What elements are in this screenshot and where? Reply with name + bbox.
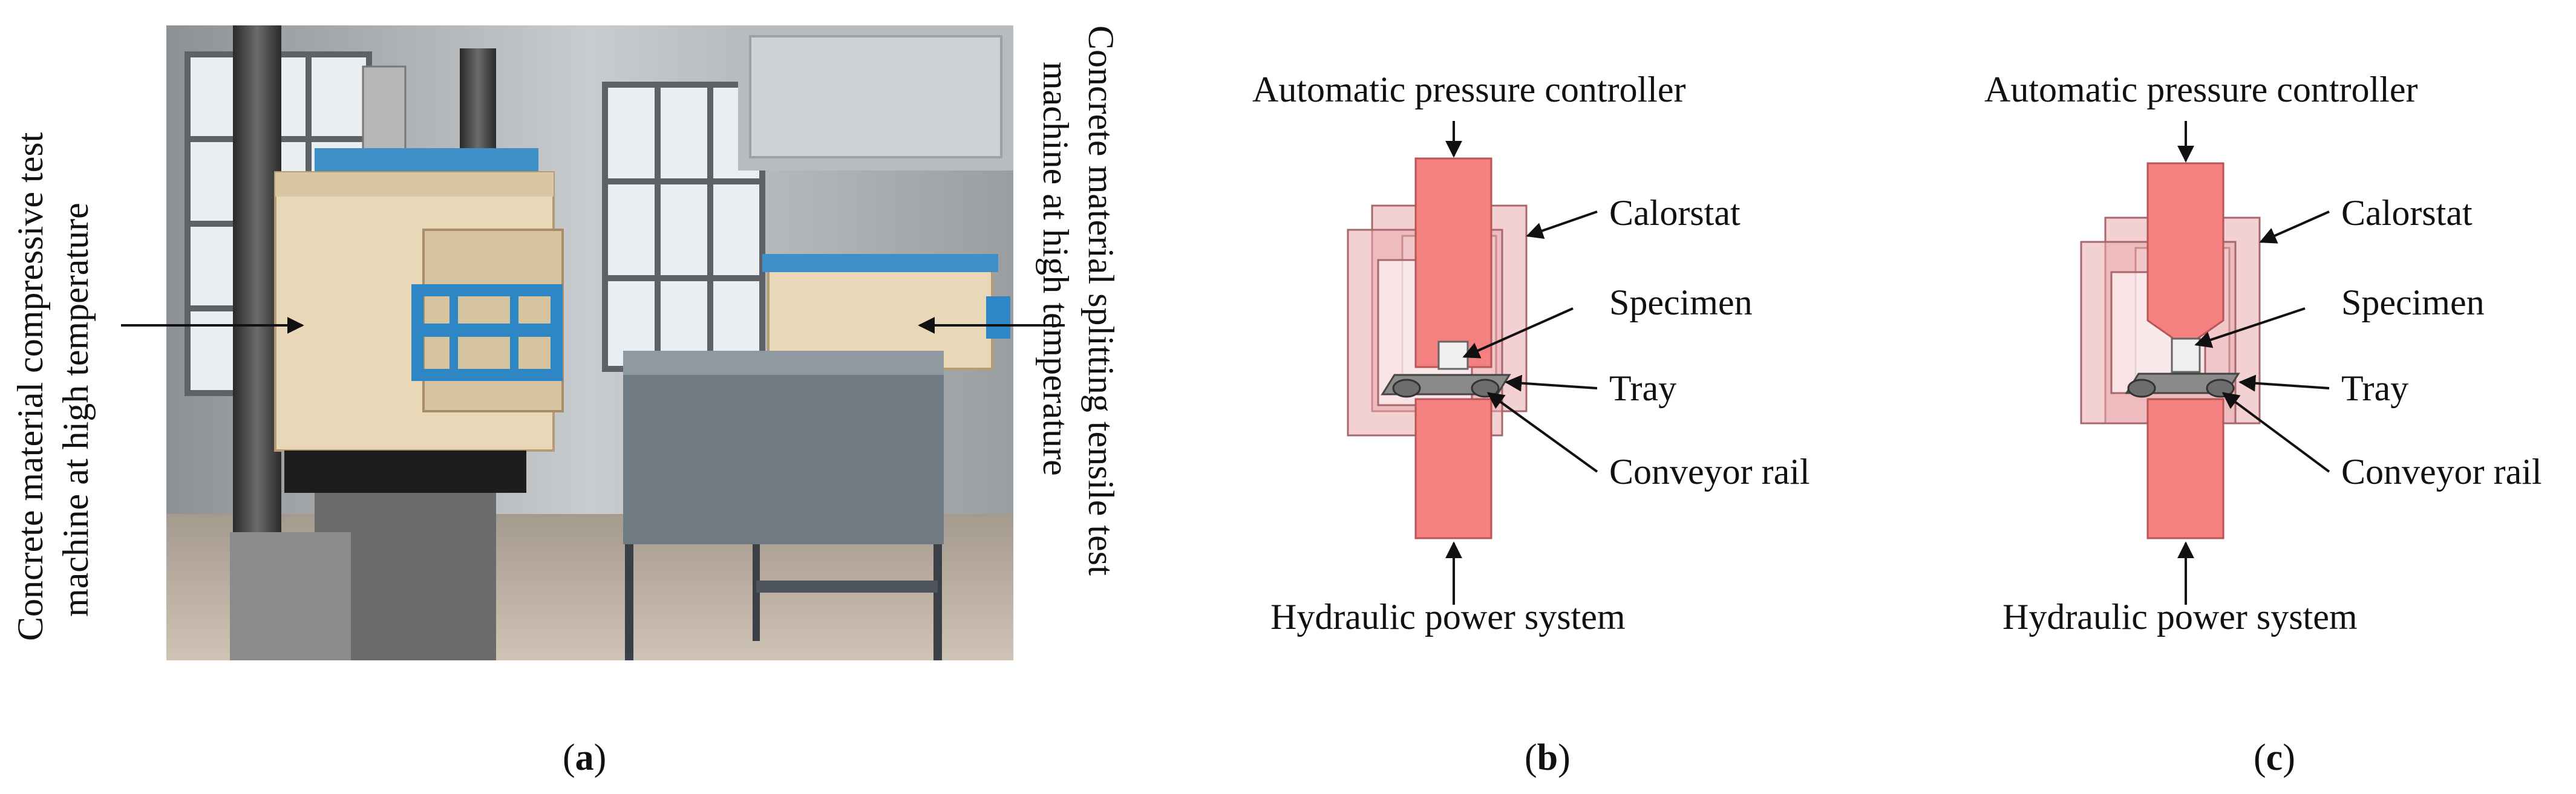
right-vertical-label: Concrete material splitting tensile test… <box>1036 25 1121 576</box>
calorstat-label-b: Calorstat <box>1609 193 1741 233</box>
caption-a: (a) <box>563 737 607 778</box>
bottom-label-b: Hydraulic power system <box>1270 597 1626 637</box>
rail-left-b <box>1392 379 1421 398</box>
rail-right-c <box>2206 379 2235 398</box>
top-label-b: Automatic pressure controller <box>1252 70 1685 109</box>
conveyor-label-c: Conveyor rail <box>2341 452 2542 492</box>
left-label-line2: machine at high temperature <box>56 203 96 617</box>
bottom-label-c: Hydraulic power system <box>2002 597 2358 637</box>
left-vertical-label: Concrete material compressive test machi… <box>10 132 96 641</box>
diagram-c: Automatic pressure controller Calorstat … <box>1984 70 2542 637</box>
caption-letter-c: c <box>2266 737 2283 778</box>
lower-ram-b <box>1414 398 1492 539</box>
rail-left-c <box>2127 379 2156 398</box>
specimen-label-c: Specimen <box>2341 282 2485 322</box>
caption-letter-a: a <box>575 737 594 778</box>
specimen-b <box>1437 340 1469 370</box>
caption-c: (c) <box>2254 737 2295 778</box>
upper-ram-c <box>2146 162 2225 340</box>
calorstat-label-c: Calorstat <box>2341 193 2473 233</box>
specimen-label-b: Specimen <box>1609 282 1753 322</box>
caption-b: (b) <box>1525 737 1571 778</box>
tray-label-b: Tray <box>1609 368 1676 408</box>
left-label-line1: Concrete material compressive test <box>10 132 50 641</box>
right-label-line1: Concrete material splitting tensile test <box>1081 25 1121 576</box>
caption-letter-b: b <box>1537 737 1558 778</box>
upper-ram-b <box>1414 157 1492 368</box>
top-label-c: Automatic pressure controller <box>1984 70 2417 109</box>
conveyor-label-b: Conveyor rail <box>1609 452 1810 492</box>
compressive-furnace <box>274 171 564 452</box>
grey-cabinet <box>623 351 944 660</box>
lab-photo <box>166 25 1013 660</box>
lower-ram-c <box>2146 398 2225 539</box>
tray-label-c: Tray <box>2341 368 2408 408</box>
specimen-c <box>2171 337 2201 373</box>
diagram-b: Automatic pressure controller Calorstat … <box>1252 70 1810 637</box>
rail-right-b <box>1471 379 1500 398</box>
right-label-line2: machine at high temperature <box>1036 62 1076 476</box>
